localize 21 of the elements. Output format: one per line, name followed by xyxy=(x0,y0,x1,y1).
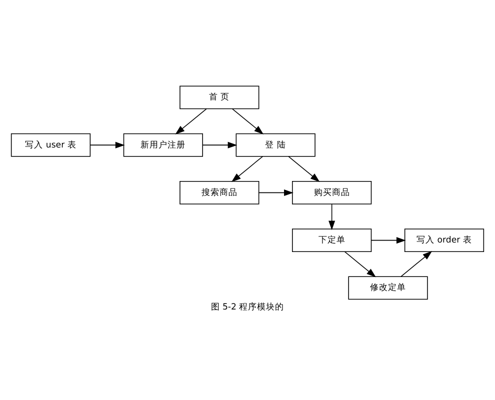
arrow xyxy=(344,250,376,277)
arrow xyxy=(328,203,336,230)
arrow xyxy=(400,250,432,276)
node-box: 新用户注册 xyxy=(123,132,203,156)
arrow xyxy=(258,188,294,196)
node-box: 修改定单 xyxy=(348,276,428,300)
node-box: 首 页 xyxy=(180,85,260,109)
arrow xyxy=(202,141,238,148)
node-box: 登 陆 xyxy=(236,132,316,156)
node-box: 写入 user 表 xyxy=(10,132,91,156)
node-box: 搜索商品 xyxy=(180,180,260,204)
arrow xyxy=(90,141,125,148)
caption: 图 5-2 程序模块的 xyxy=(210,302,284,312)
arrow xyxy=(231,156,263,182)
arrow xyxy=(175,108,207,134)
arrow xyxy=(232,108,264,134)
arrow xyxy=(370,236,406,244)
arrow xyxy=(288,156,320,182)
node-box: 写入 order 表 xyxy=(404,228,484,252)
node-box: 购买商品 xyxy=(292,180,372,204)
node-box: 下定单 xyxy=(292,228,372,252)
